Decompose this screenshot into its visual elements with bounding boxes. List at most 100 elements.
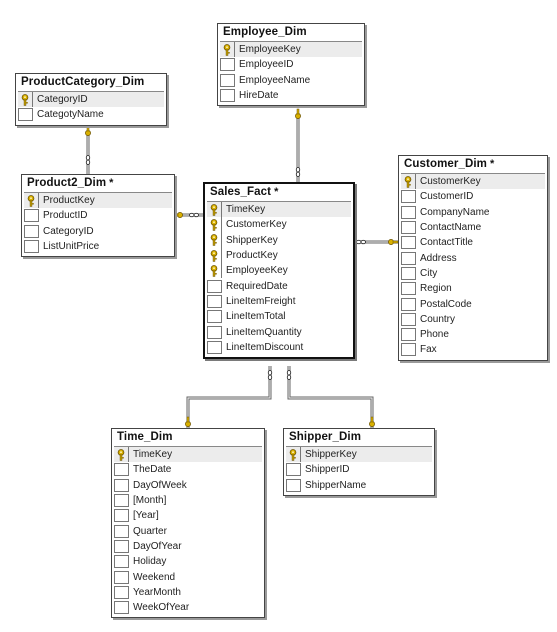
row-selector-cell[interactable] xyxy=(114,478,129,492)
key-cell[interactable] xyxy=(207,247,222,264)
column-row[interactable]: ShipperKey xyxy=(286,447,432,463)
column-row[interactable]: LineItemFreight xyxy=(207,294,351,309)
row-selector-cell[interactable] xyxy=(24,224,39,238)
column-row[interactable]: CustomerID xyxy=(401,189,545,204)
row-selector-cell[interactable] xyxy=(401,221,416,235)
row-selector-cell[interactable] xyxy=(220,58,235,72)
column-row[interactable]: Address xyxy=(401,250,545,265)
column-row[interactable]: LineItemTotal xyxy=(207,309,351,324)
column-row[interactable]: [Month] xyxy=(114,493,262,508)
row-selector-cell[interactable] xyxy=(18,108,33,122)
column-row[interactable]: [Year] xyxy=(114,508,262,523)
column-row[interactable]: CategoryID xyxy=(24,224,172,239)
row-selector-cell[interactable] xyxy=(114,524,129,538)
column-row[interactable]: DayOfYear xyxy=(114,539,262,554)
row-selector-cell[interactable] xyxy=(401,251,416,265)
key-cell[interactable] xyxy=(401,174,416,190)
row-selector-cell[interactable] xyxy=(207,325,222,339)
row-selector-cell[interactable] xyxy=(114,539,129,553)
column-row[interactable]: TimeKey xyxy=(114,447,262,463)
row-selector-cell[interactable] xyxy=(207,279,222,293)
row-selector-cell[interactable] xyxy=(220,73,235,87)
column-row[interactable]: Holiday xyxy=(114,554,262,569)
row-selector-cell[interactable] xyxy=(114,601,129,615)
column-row[interactable]: WeekOfYear xyxy=(114,600,262,615)
column-row[interactable]: ProductID xyxy=(24,208,172,223)
column-row[interactable]: LineItemQuantity xyxy=(207,324,351,339)
row-selector-cell[interactable] xyxy=(401,343,416,357)
row-selector-cell[interactable] xyxy=(114,463,129,477)
column-row[interactable]: CategoryID xyxy=(18,92,164,108)
row-selector-cell[interactable] xyxy=(114,494,129,508)
column-row[interactable]: YearMonth xyxy=(114,585,262,600)
link-sales-shipper[interactable] xyxy=(287,366,374,428)
row-selector-cell[interactable] xyxy=(401,312,416,326)
column-row[interactable]: City xyxy=(401,266,545,281)
column-row[interactable]: EmployeeKey xyxy=(207,263,351,279)
column-row[interactable]: RequiredDate xyxy=(207,278,351,293)
row-selector-cell[interactable] xyxy=(114,555,129,569)
column-row[interactable]: CategotyName xyxy=(18,107,164,122)
column-row[interactable]: EmployeeKey xyxy=(220,42,362,58)
column-row[interactable]: ListUnitPrice xyxy=(24,239,172,254)
key-cell[interactable] xyxy=(24,193,39,209)
row-selector-cell[interactable] xyxy=(24,209,39,223)
column-row[interactable]: Region xyxy=(401,281,545,296)
row-selector-cell[interactable] xyxy=(286,478,301,492)
row-selector-cell[interactable] xyxy=(401,282,416,296)
column-row[interactable]: CompanyName xyxy=(401,205,545,220)
row-selector-cell[interactable] xyxy=(401,328,416,342)
column-row[interactable]: ContactTitle xyxy=(401,235,545,250)
row-selector-cell[interactable] xyxy=(286,463,301,477)
column-row[interactable]: PostalCode xyxy=(401,296,545,311)
row-selector-cell[interactable] xyxy=(401,205,416,219)
column-row[interactable]: CustomerKey xyxy=(207,217,351,233)
column-row[interactable]: Quarter xyxy=(114,523,262,538)
key-cell[interactable] xyxy=(18,92,33,108)
column-row[interactable]: TimeKey xyxy=(207,202,351,218)
column-row[interactable]: ProductKey xyxy=(24,193,172,209)
key-cell[interactable] xyxy=(220,42,235,58)
row-selector-cell[interactable] xyxy=(114,585,129,599)
row-selector-cell[interactable] xyxy=(24,240,39,254)
column-row[interactable]: ContactName xyxy=(401,220,545,235)
column-row[interactable]: DayOfWeek xyxy=(114,478,262,493)
column-row[interactable]: ShipperName xyxy=(286,478,432,493)
column-row[interactable]: CustomerKey xyxy=(401,174,545,190)
column-row[interactable]: ShipperKey xyxy=(207,232,351,248)
row-selector-cell[interactable] xyxy=(401,297,416,311)
column-row[interactable]: EmployeeName xyxy=(220,73,362,88)
link-sales-time[interactable] xyxy=(186,366,272,428)
column-row[interactable]: ProductKey xyxy=(207,247,351,264)
key-cell[interactable] xyxy=(207,217,222,233)
row-selector-cell[interactable] xyxy=(114,509,129,523)
row-selector-cell[interactable] xyxy=(207,294,222,308)
key-cell[interactable] xyxy=(207,202,222,218)
column-row[interactable]: TheDate xyxy=(114,462,262,477)
key-cell[interactable] xyxy=(207,232,222,248)
column-row[interactable]: HireDate xyxy=(220,88,362,103)
row-selector-cell[interactable] xyxy=(401,190,416,204)
row-selector-cell[interactable] xyxy=(207,310,222,324)
row-selector-cell[interactable] xyxy=(401,236,416,250)
key-cell[interactable] xyxy=(286,447,301,463)
key-cell[interactable] xyxy=(207,263,222,279)
key-cell[interactable] xyxy=(114,447,129,463)
column-row[interactable]: Phone xyxy=(401,327,545,342)
column-row[interactable]: LineItemDiscount xyxy=(207,340,351,355)
row-selector-cell[interactable] xyxy=(207,340,222,354)
row-selector-cell[interactable] xyxy=(114,570,129,584)
row-selector-cell[interactable] xyxy=(401,266,416,280)
column-row[interactable]: ShipperID xyxy=(286,462,432,477)
row-selector-cell[interactable] xyxy=(220,89,235,103)
column-row[interactable]: Country xyxy=(401,312,545,327)
column-row[interactable]: Fax xyxy=(401,342,545,357)
column-row[interactable]: EmployeeID xyxy=(220,57,362,72)
